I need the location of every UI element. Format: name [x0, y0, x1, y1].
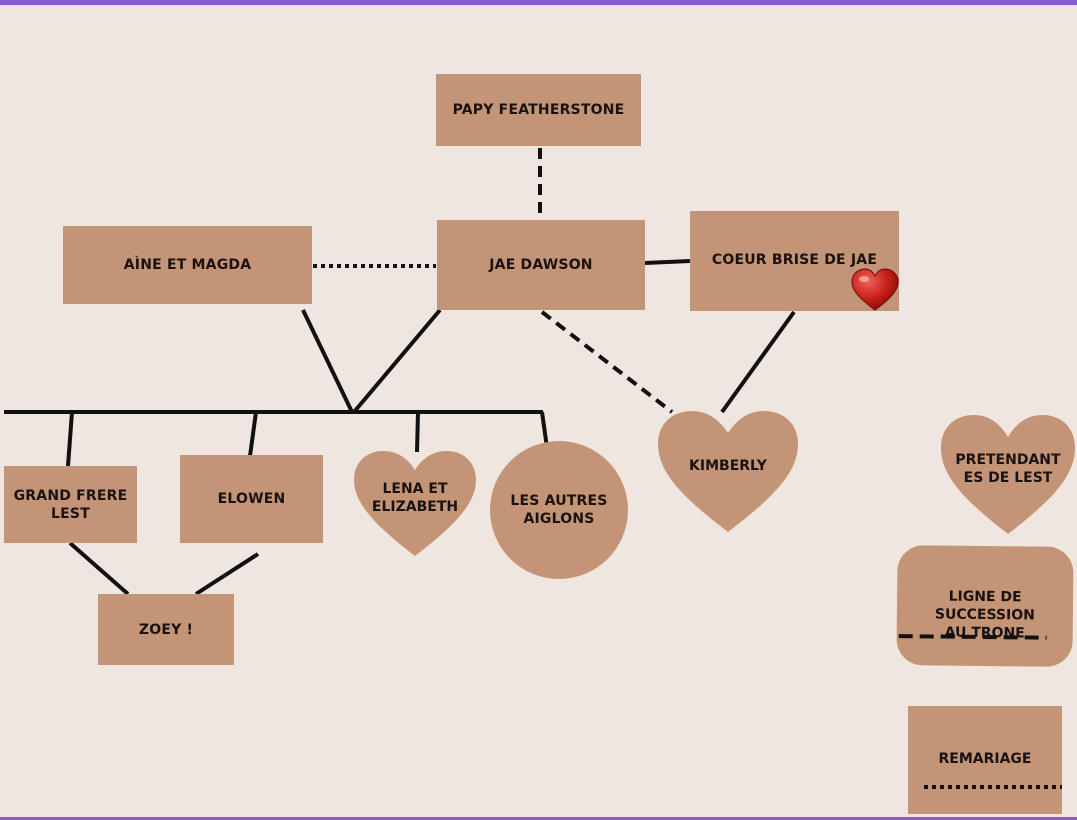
connector-jae-kimberly	[540, 310, 674, 414]
node-les-autres-aiglons: LES AUTRES AIGLONS	[490, 441, 628, 579]
heart-label: PRETENDANT ES DE LEST	[955, 452, 1061, 486]
drop-lena	[415, 411, 420, 453]
connector-jae-coeur	[644, 259, 691, 265]
node-zoey: ZOEY !	[98, 594, 234, 665]
bottom-border	[0, 817, 1077, 820]
connector-elowen-zoey	[194, 552, 260, 596]
heart-label: KIMBERLY	[689, 458, 767, 474]
legend-ligne-de-succession: LIGNE DE SUCCESSION AU TRONE	[896, 545, 1074, 667]
legend-dashed-line	[898, 634, 1047, 640]
drop-grand-frere	[66, 411, 74, 467]
node-aine-et-magda: AÌNE ET MAGDA	[63, 226, 312, 304]
connector-coeur-kimberly	[720, 310, 796, 414]
heart-shape	[658, 411, 798, 532]
node-elowen: ELOWEN	[180, 455, 323, 543]
drop-elowen	[248, 411, 258, 457]
legend-dotted-line	[924, 785, 1062, 789]
node-grand-frere-lest: GRAND FRERE LEST	[4, 466, 137, 543]
legend-remariage: REMARIAGE	[908, 706, 1062, 814]
connector-grandfrere-zoey	[68, 541, 130, 596]
connector-aine-bar	[301, 309, 354, 413]
legend-remariage-label: REMARIAGE	[938, 751, 1032, 767]
node-lena-et-elizabeth: LENA ET ELIZABETH	[353, 450, 477, 558]
red-heart-icon	[851, 268, 899, 311]
top-border	[0, 0, 1077, 5]
node-jae-dawson: JAE DAWSON	[437, 220, 645, 310]
legend-pretendantes: PRETENDANT ES DE LEST	[940, 414, 1076, 536]
heart-label: LENA ET ELIZABETH	[371, 481, 459, 515]
connector-jae-bar	[352, 308, 442, 414]
heart-shape	[354, 451, 476, 556]
node-kimberly: KIMBERLY	[657, 410, 799, 534]
node-papy-featherstone: PAPY FEATHERSTONE	[436, 74, 641, 146]
heart-shape	[941, 415, 1075, 534]
